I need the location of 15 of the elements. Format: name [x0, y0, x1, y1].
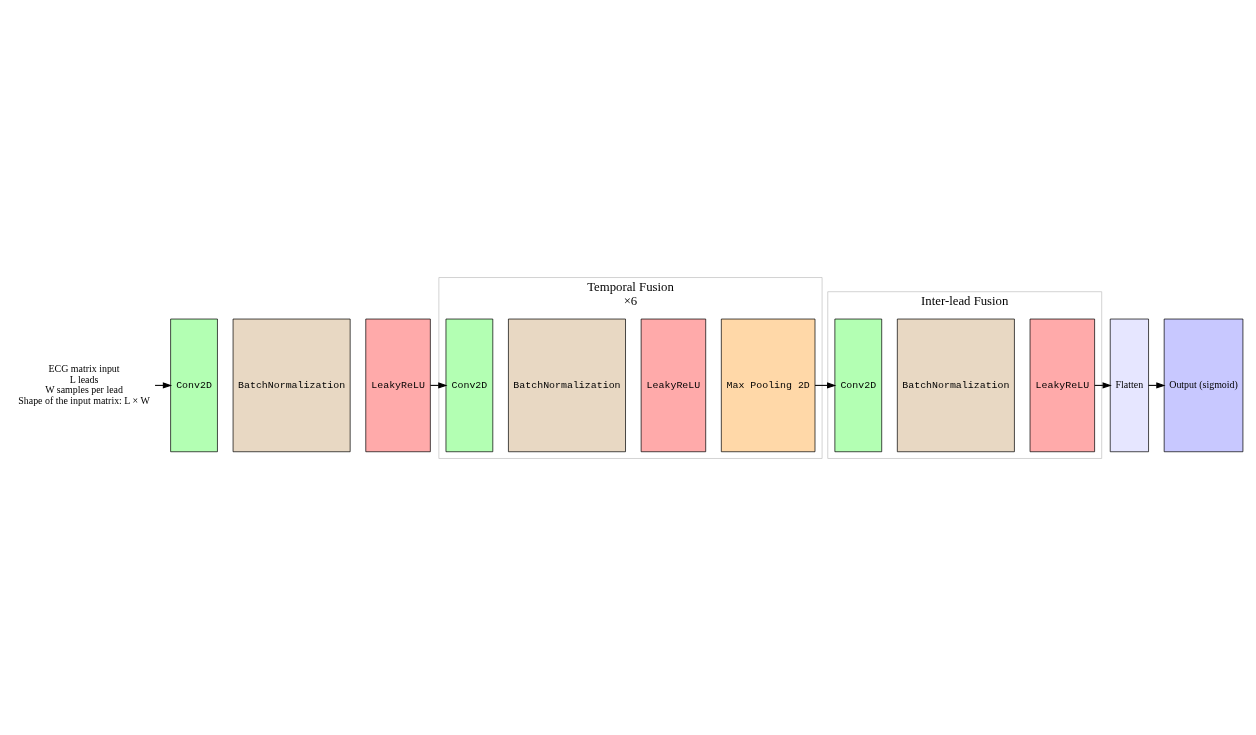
node-text: ECG matrix input L leads W samples per lead Shape of the input matrix: L × W [18, 362, 150, 406]
node-box: BatchNormalization [232, 318, 351, 452]
node-box: Conv2D [445, 318, 494, 452]
node-box: LeakyReLU [1029, 318, 1095, 452]
node-box: Flatten [1109, 318, 1149, 452]
arrow [814, 381, 837, 389]
node-box: Conv2D [170, 318, 218, 452]
node-box: BatchNormalization [896, 318, 1015, 452]
node-box: Max Pooling 2D [720, 318, 816, 452]
node-box: BatchNormalization [508, 318, 626, 452]
node-box: Conv2D [834, 318, 883, 452]
node-box: LeakyReLU [640, 318, 707, 452]
node-box: LeakyReLU [365, 318, 431, 452]
node-box: Output (sigmoid) [1163, 318, 1244, 452]
node-label: ×6 [623, 293, 638, 308]
